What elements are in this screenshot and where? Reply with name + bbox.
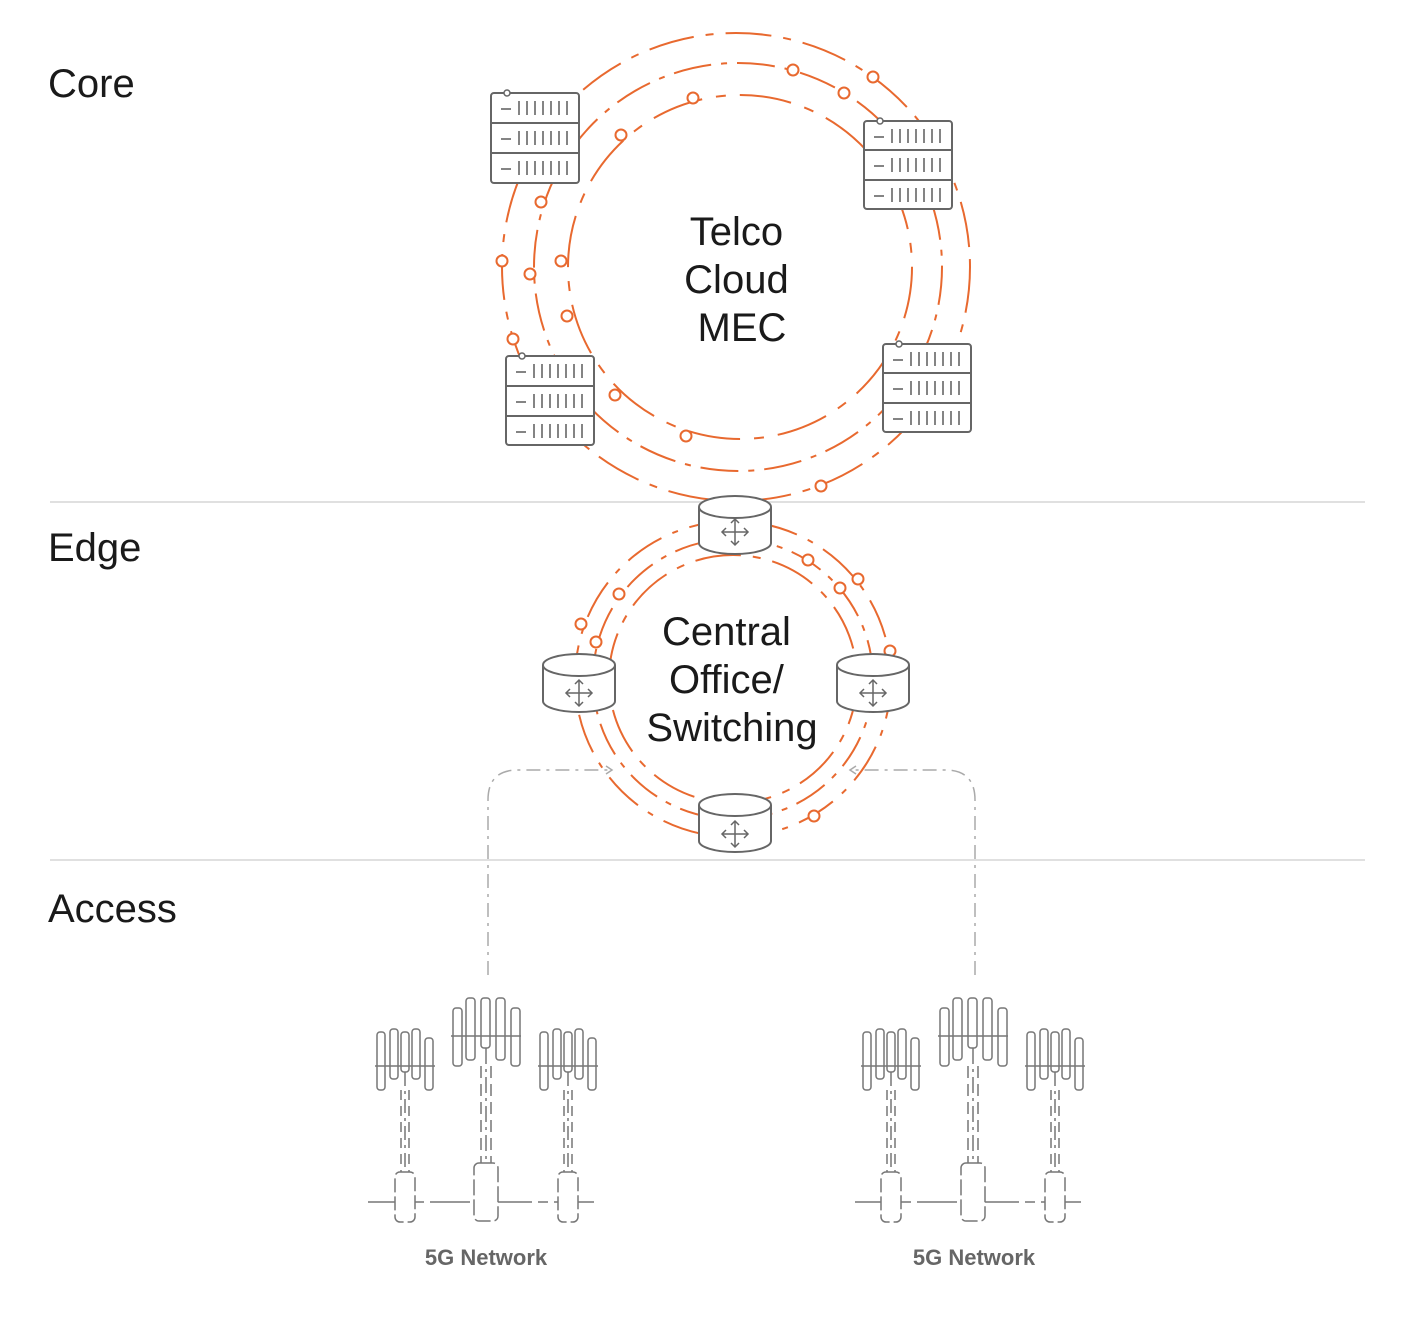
access-connector-left: [487, 765, 614, 975]
cell-tower-icon: [860, 1028, 922, 1223]
access-group-label: 5G Network: [425, 1245, 548, 1270]
server-rack-icon: [863, 117, 953, 210]
server-rack-icon: [505, 352, 595, 446]
router-icon: [698, 495, 772, 555]
router-icon: [836, 653, 910, 713]
tier-label-core: Core: [48, 62, 135, 106]
server-rack-icon: [490, 89, 580, 184]
cell-tower-icon: [450, 997, 522, 1222]
router-icon: [542, 653, 616, 713]
server-rack-icon: [882, 340, 972, 433]
tier-label-access: Access: [48, 887, 177, 931]
cell-tower-icon: [937, 997, 1009, 1222]
core-ring-title: Telco Cloud MEC: [684, 210, 800, 350]
edge-ring-nodes: [574, 553, 897, 823]
core-ring: Telco Cloud MEC: [490, 32, 972, 502]
router-icon: [698, 793, 772, 853]
cell-tower-icon: [537, 1028, 599, 1223]
cell-tower-icon: [1024, 1028, 1086, 1223]
access-connector-right: [848, 765, 976, 975]
core-ring-nodes: [495, 63, 880, 493]
cell-tower-icon: [374, 1028, 436, 1223]
tier-label-edge: Edge: [48, 526, 141, 570]
access-group-left: 5G Network: [368, 997, 600, 1270]
edge-ring: Central Office/ Switching: [542, 495, 910, 853]
edge-ring-title: Central Office/ Switching: [646, 610, 817, 750]
access-group-right: 5G Network: [855, 997, 1087, 1270]
access-group-label: 5G Network: [913, 1245, 1036, 1270]
